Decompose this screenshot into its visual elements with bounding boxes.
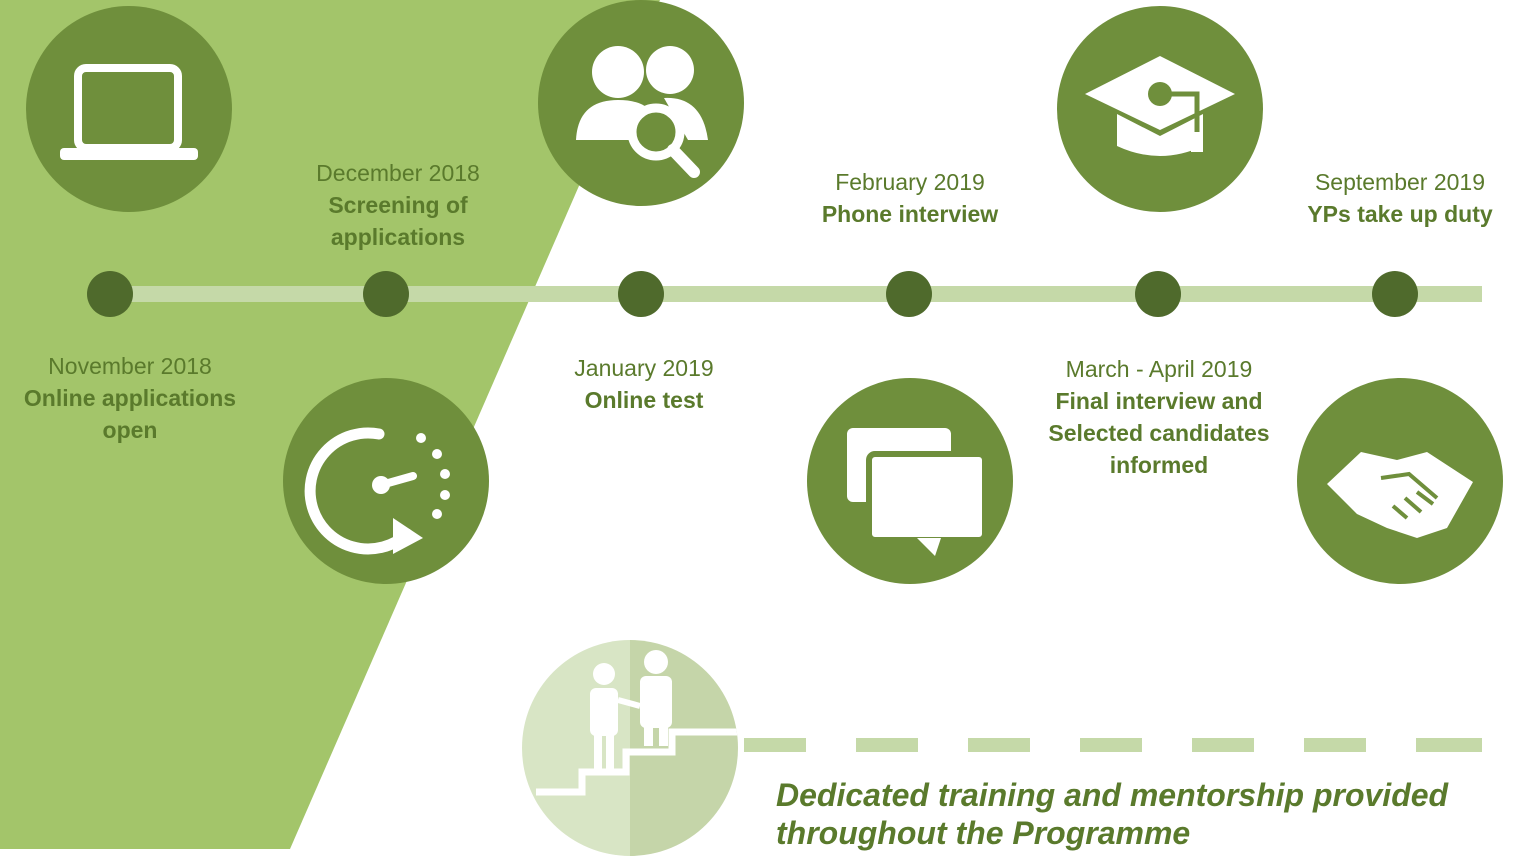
dashed-line-segment [1080, 738, 1142, 752]
dashed-line-segment [856, 738, 918, 752]
handshake-icon [1297, 378, 1503, 584]
chat-bubbles-icon [807, 378, 1013, 584]
milestone-january-2019: January 2019 Online test [534, 352, 754, 416]
milestone-date: September 2019 [1314, 169, 1486, 195]
milestone-date: January 2019 [574, 355, 714, 381]
dashed-line-segment [744, 738, 806, 752]
milestone-date: December 2018 [316, 160, 480, 186]
timeline-bar [110, 286, 1482, 302]
milestone-date: March - April 2019 [1065, 356, 1253, 382]
timeline-dot-3 [618, 271, 664, 317]
dashed-line-segment [968, 738, 1030, 752]
timeline-dot-5 [1135, 271, 1181, 317]
milestone-label: Screening of applications [328, 192, 468, 250]
milestone-label: Phone interview [821, 201, 999, 227]
training-note: Dedicated training and mentorship provid… [776, 777, 1449, 851]
milestone-date: February 2019 [835, 169, 985, 195]
timeline-dot-2 [363, 271, 409, 317]
timeline-dot-4 [886, 271, 932, 317]
mentorship-stairs-icon [522, 640, 738, 856]
milestone-december-2018: December 2018 Screening of applications [288, 157, 508, 253]
timeline-dot-6 [1372, 271, 1418, 317]
graduation-cap-icon [1057, 6, 1263, 212]
milestone-march-april-2019: March - April 2019 Final interview and S… [1024, 353, 1294, 481]
dashed-line-segment [1192, 738, 1254, 752]
milestone-november-2018: November 2018 Online applications open [0, 350, 260, 446]
milestone-label: Final interview and Selected candidates … [1048, 388, 1270, 478]
laptop-icon [26, 6, 232, 212]
milestone-date: November 2018 [48, 353, 212, 379]
timeline-dot-1 [87, 271, 133, 317]
people-search-icon [538, 0, 744, 206]
dashed-line-segment [1304, 738, 1366, 752]
dashed-line-segment [1416, 738, 1482, 752]
milestone-label: Online test [584, 387, 704, 413]
milestone-september-2019: September 2019 YPs take up duty [1280, 166, 1518, 230]
loading-timer-icon [283, 378, 489, 584]
milestone-label: Online applications open [23, 385, 237, 443]
milestone-february-2019: February 2019 Phone interview [790, 166, 1030, 230]
milestone-label: YPs take up duty [1307, 201, 1493, 227]
